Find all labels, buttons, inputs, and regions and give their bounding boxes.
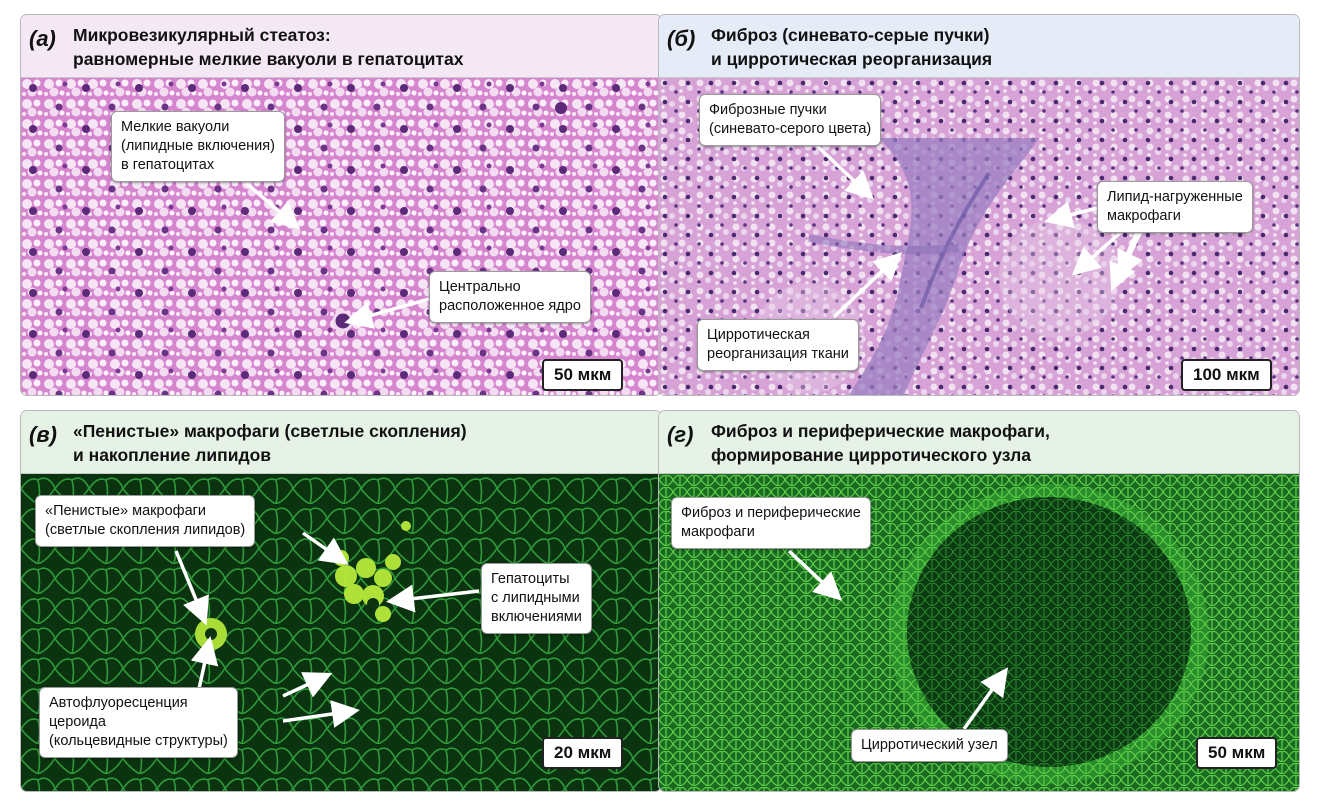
panel-b: (б) Фиброз (синевато-серые пучки) и цирр…: [658, 14, 1300, 396]
panel-d: (г) Фиброз и периферические макрофаги, ф…: [658, 410, 1300, 792]
panel-c-label-ceroid-autofluorescence: Автофлуоресценция цероида (кольцевидные …: [39, 687, 238, 758]
panel-b-label-cirrhotic-reorganization: Цирротическая реорганизация ткани: [697, 319, 859, 371]
panel-a-title-line1: Микровезикулярный стеатоз:: [73, 25, 331, 45]
panel-c-title-line2: и накопление липидов: [73, 445, 272, 465]
panel-d-label-fibrosis-macrophages: Фиброз и периферические макрофаги: [671, 497, 871, 549]
panel-b-label-fibrous-bundles: Фиброзные пучки (синевато-серого цвета): [699, 94, 882, 146]
panel-a-letter: (а): [29, 26, 56, 51]
panel-a-title-line2: равномерные мелкие вакуоли в гепатоцитах: [73, 49, 464, 69]
panel-d-title-line2: формирование цирротического узла: [711, 445, 1032, 465]
panel-b-title-line2: и цирротическая реорганизация: [711, 49, 993, 69]
panel-b-letter: (б): [667, 26, 696, 51]
panel-c: (в) «Пенистые» макрофаги (светлые скопле…: [20, 410, 662, 792]
panel-d-label-cirrhotic-nodule: Цирротический узел: [851, 729, 1008, 762]
panel-a-header: (а) Микровезикулярный стеатоз: равномерн…: [21, 15, 661, 78]
panel-b-header: (б) Фиброз (синевато-серые пучки) и цирр…: [659, 15, 1299, 78]
panel-d-letter: (г): [667, 422, 694, 447]
panel-b-title-line1: Фиброз (синевато-серые пучки): [711, 25, 990, 45]
panel-d-header: (г) Фиброз и периферические макрофаги, ф…: [659, 411, 1299, 474]
panel-c-title-line1: «Пенистые» макрофаги (светлые скопления): [73, 421, 467, 441]
panel-c-label-lipid-hepatocytes: Гепатоциты с липидными включениями: [481, 563, 592, 634]
panel-a-label-central-nucleus: Центрально расположенное ядро: [429, 271, 591, 323]
panel-d-title-line1: Фиброз и периферические макрофаги,: [711, 421, 1050, 441]
panel-d-scale-bar: 50 мкм: [1196, 737, 1278, 769]
panel-c-header: (в) «Пенистые» макрофаги (светлые скопле…: [21, 411, 661, 474]
panel-c-label-foam-macrophages: «Пенистые» макрофаги (светлые скопления …: [35, 495, 256, 547]
panel-a: (а) Микровезикулярный стеатоз: равномерн…: [20, 14, 662, 396]
panel-b-label-lipid-macrophages: Липид-нагруженные макрофаги: [1097, 181, 1253, 233]
panel-c-scale-bar: 20 мкм: [542, 737, 624, 769]
panel-a-label-small-vacuoles: Мелкие вакуоли (липидные включения) в ге…: [111, 111, 285, 182]
panel-c-letter: (в): [29, 422, 57, 447]
panel-b-scale-bar: 100 мкм: [1181, 359, 1272, 391]
panel-a-scale-bar: 50 мкм: [542, 359, 624, 391]
